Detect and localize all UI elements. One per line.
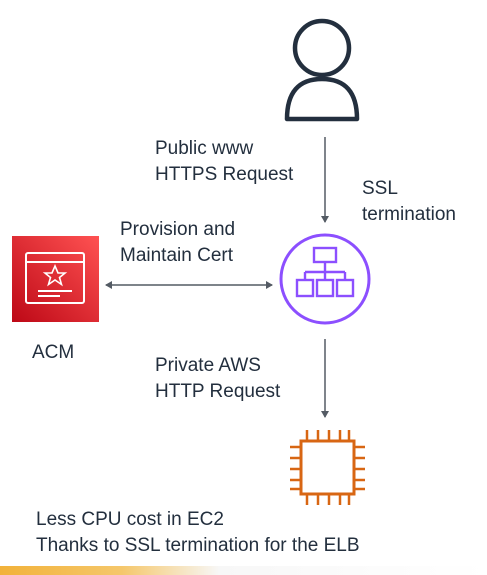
provision-cert-label: Provision and Maintain Cert <box>120 217 235 269</box>
user-icon <box>284 18 360 122</box>
provision-line1: Provision and <box>120 219 236 240</box>
footer-line1: Less CPU cost in EC2 <box>36 509 224 530</box>
ssl-termination-line2: termination <box>362 204 456 225</box>
ec2-chip-icon <box>290 430 365 505</box>
public-request-label: Public www HTTPS Request <box>155 136 293 188</box>
acm-icon <box>12 236 99 322</box>
private-request-line1: Private AWS <box>155 355 261 376</box>
acm-label: ACM <box>32 342 75 363</box>
footer-line2: Thanks to SSL termination for the ELB <box>36 535 360 556</box>
provision-line2: Maintain Cert <box>120 245 233 266</box>
private-request-label: Private AWS HTTP Request <box>155 353 280 405</box>
public-request-line2: HTTPS Request <box>155 164 294 185</box>
ssl-termination-line1: SSL <box>362 178 398 199</box>
private-request-line2: HTTP Request <box>155 381 281 402</box>
ssl-termination-label: SSL termination <box>362 176 456 228</box>
public-request-line1: Public www <box>155 138 254 159</box>
footer-note: Less CPU cost in EC2 Thanks to SSL termi… <box>36 507 360 559</box>
load-balancer-icon <box>279 233 371 325</box>
bottom-accent-strip <box>0 566 487 575</box>
